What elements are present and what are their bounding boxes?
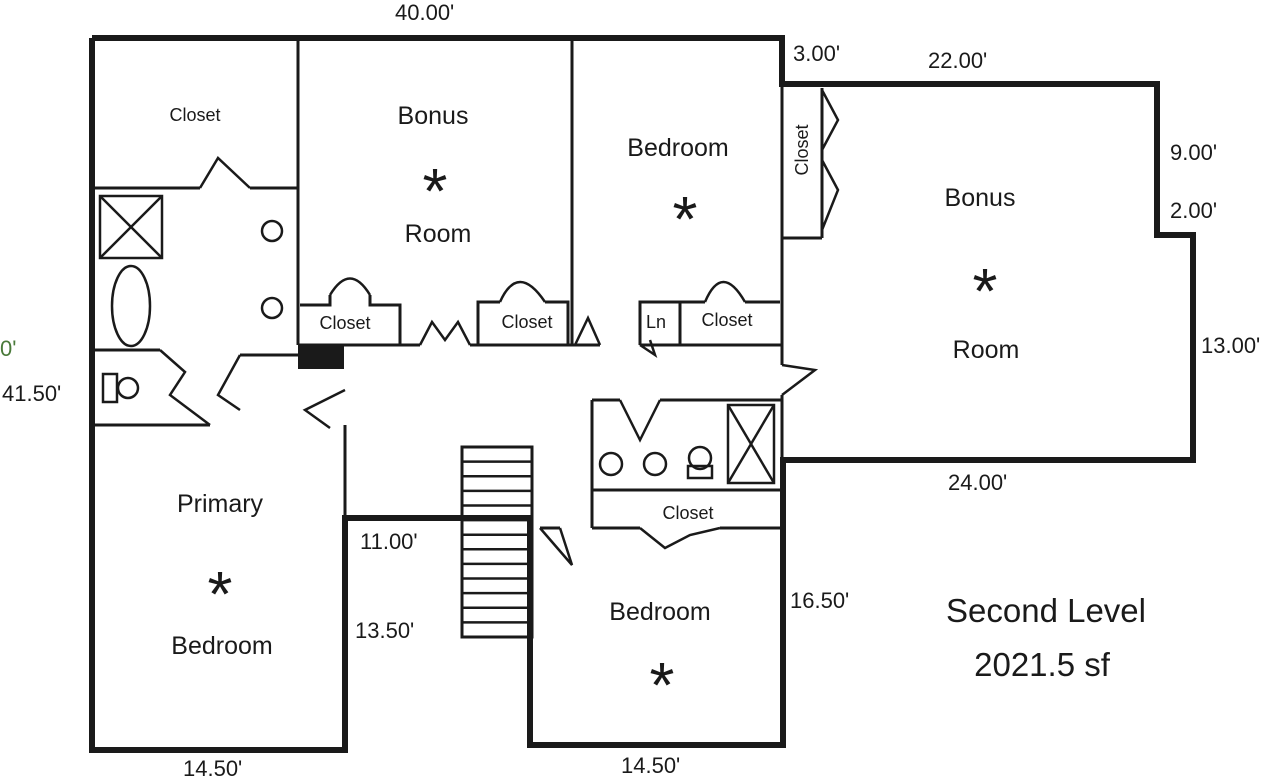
toilet-bowl-left <box>116 376 140 400</box>
dimension-right-bottom-width: 24.00' <box>948 470 1008 495</box>
sink-hall-1 <box>598 451 624 477</box>
staircase <box>460 445 534 639</box>
closet-hall-1-label: Closet <box>319 313 371 333</box>
bonus-room-left-label-1: Bonus <box>397 102 469 130</box>
bonus-room-left-star: * <box>422 155 448 227</box>
dimension-right-top-width: 22.00' <box>928 48 988 73</box>
primary-bedroom-star: * <box>207 558 233 630</box>
bedroom-bottom-label: Bedroom <box>609 598 711 626</box>
doors <box>159 89 840 566</box>
sink-lower <box>260 296 284 320</box>
dimension-right-2: 2.00' <box>1170 198 1218 223</box>
dimension-jog-3: 3.00' <box>793 41 841 66</box>
fixtures <box>98 194 776 485</box>
bedroom-top-label: Bedroom <box>627 134 729 162</box>
dimension-notch-11: 11.00' <box>360 529 418 554</box>
dimension-right-9: 9.00' <box>1170 140 1218 165</box>
level-area: 2021.5 sf <box>974 646 1110 683</box>
toilet-hall <box>687 445 713 471</box>
dimension-bottom-mid-width: 14.50' <box>621 753 681 778</box>
dimension-notch-13-5: 13.50' <box>355 618 415 643</box>
bedroom-bottom-star: * <box>649 649 675 721</box>
bedroom-top-star: * <box>672 183 698 255</box>
dimension-left-height: 41.50' <box>2 381 62 406</box>
dimension-top-width: 40.00' <box>395 0 455 25</box>
sink-upper <box>260 219 284 243</box>
dimension-right-13: 13.00' <box>1201 333 1261 358</box>
dimension-bedroom-16-5: 16.50' <box>790 588 850 613</box>
primary-bedroom-label-2: Bedroom <box>171 632 273 660</box>
bonus-room-right-label-1: Bonus <box>944 184 1016 212</box>
closet-vertical-label: Closet <box>792 124 812 176</box>
linen-closet-label: Ln <box>645 312 667 332</box>
closet-hall-3-label: Closet <box>701 310 753 330</box>
bonus-room-left-label-2: Room <box>404 220 472 248</box>
primary-bedroom-label-1: Primary <box>176 490 264 518</box>
dimension-bottom-left-width: 14.50' <box>183 756 243 781</box>
closet-hall-2-label: Closet <box>501 312 553 332</box>
shower-left <box>98 194 164 260</box>
dimension-left-partial: 0' <box>0 336 17 361</box>
bonus-room-right-star: * <box>972 255 998 327</box>
bathtub <box>110 264 152 348</box>
toilet-tank-left <box>101 372 119 404</box>
closet-bath-label: Closet <box>662 503 714 523</box>
bonus-room-right-label-2: Room <box>952 336 1020 364</box>
interior-walls <box>95 40 824 530</box>
closet-top-left-label: Closet <box>169 105 221 125</box>
shower-right <box>726 403 776 485</box>
sink-hall-2 <box>642 451 668 477</box>
level-title: Second Level <box>946 592 1146 629</box>
